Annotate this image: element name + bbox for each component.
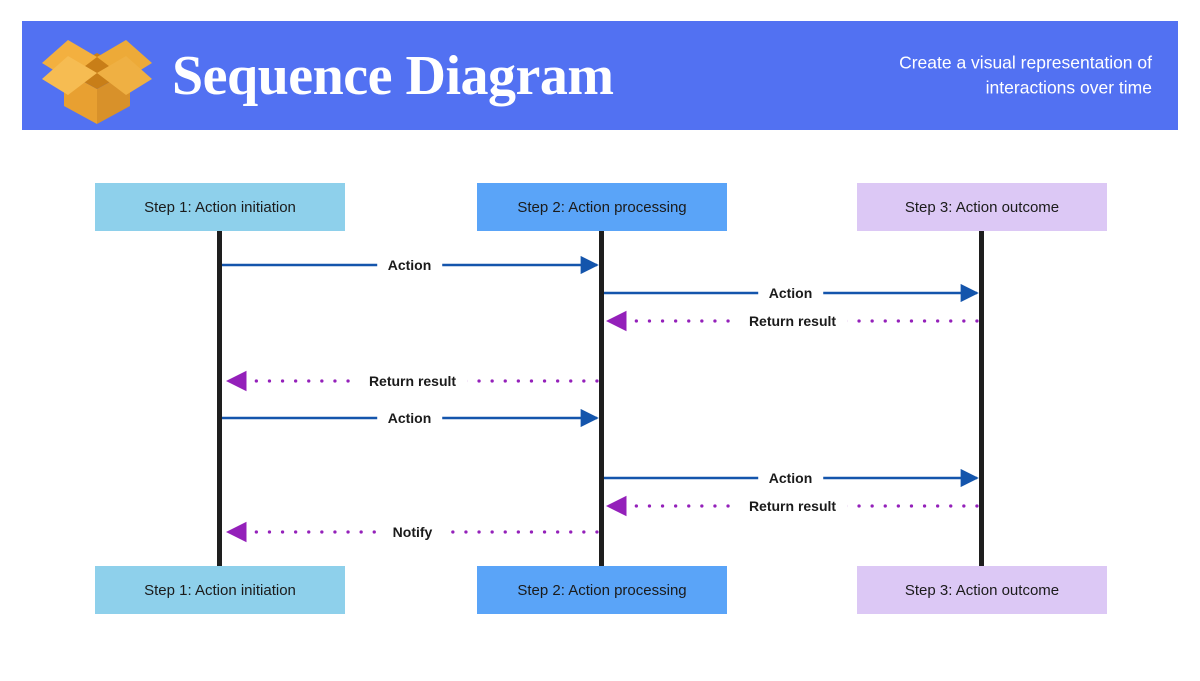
header-banner: Sequence Diagram Create a visual represe… [22, 21, 1178, 130]
header-subtitle-line-1: Create a visual representation of [899, 52, 1152, 73]
participant-box-step3-bottom[interactable]: Step 3: Action outcome [857, 566, 1107, 614]
message-return-3[interactable]: Return result [608, 495, 977, 517]
message-label: Action [757, 470, 824, 486]
message-notify[interactable]: Notify [228, 521, 597, 543]
participant-label: Step 2: Action processing [517, 581, 687, 599]
participant-box-step1-bottom[interactable]: Step 1: Action initiation [95, 566, 345, 614]
message-return-1[interactable]: Return result [608, 310, 977, 332]
participant-box-step1-top[interactable]: Step 1: Action initiation [95, 183, 345, 231]
lifeline-step3 [979, 231, 984, 566]
open-box-icon [38, 27, 156, 125]
message-label: Return result [357, 373, 468, 389]
message-label: Notify [381, 524, 444, 540]
lifeline-step2 [599, 231, 604, 566]
message-action-1[interactable]: Action [222, 254, 597, 276]
message-label: Return result [737, 313, 848, 329]
participant-label: Step 3: Action outcome [904, 581, 1060, 599]
participant-box-step3-top[interactable]: Step 3: Action outcome [857, 183, 1107, 231]
message-label: Action [376, 257, 443, 273]
participant-box-step2-bottom[interactable]: Step 2: Action processing [477, 566, 727, 614]
header-subtitle-line-2: interactions over time [985, 77, 1152, 98]
participant-box-step2-top[interactable]: Step 2: Action processing [477, 183, 727, 231]
participant-label: Step 1: Action initiation [144, 198, 296, 216]
participant-label: Step 3: Action outcome [904, 198, 1060, 216]
message-action-3[interactable]: Action [222, 407, 597, 429]
message-action-2[interactable]: Action [604, 282, 977, 304]
message-label: Return result [737, 498, 848, 514]
message-action-4[interactable]: Action [604, 467, 977, 489]
message-return-2[interactable]: Return result [228, 370, 597, 392]
participant-label: Step 1: Action initiation [144, 581, 296, 599]
header-subtitle: Create a visual representation of intera… [822, 50, 1152, 101]
message-label: Action [757, 285, 824, 301]
page-title: Sequence Diagram [172, 44, 614, 107]
message-label: Action [376, 410, 443, 426]
lifeline-step1 [217, 231, 222, 566]
participant-label: Step 2: Action processing [517, 198, 687, 216]
